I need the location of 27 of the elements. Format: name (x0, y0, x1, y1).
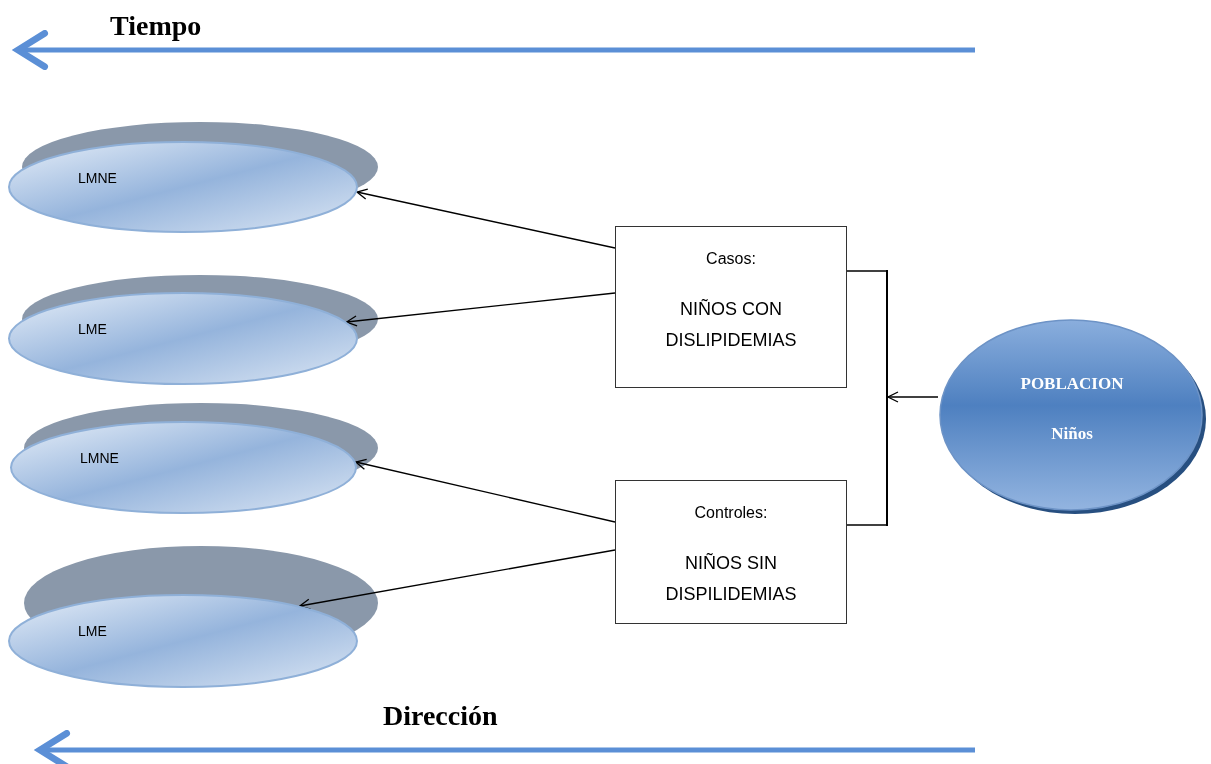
node-label: Niños (1051, 424, 1093, 444)
process-box (615, 226, 847, 388)
node-label: POBLACION (1020, 374, 1124, 394)
arrow (355, 458, 616, 523)
box-heading: Casos: (705, 249, 757, 269)
connector-line (846, 270, 887, 272)
node-label: LME (78, 320, 108, 337)
box-text: NIÑOS SIN DISPILIDEMIAS (664, 552, 798, 606)
process-box (615, 480, 847, 624)
arrow (299, 549, 616, 610)
bracket-line (886, 270, 888, 526)
axis-label: Dirección (383, 700, 498, 732)
node-label: LMNE (80, 449, 120, 466)
ellipse-node (8, 141, 358, 233)
box-heading: Controles: (693, 503, 769, 523)
ellipse-node (8, 594, 358, 688)
axis-label: Tiempo (110, 10, 202, 42)
connector-line (846, 524, 887, 526)
ellipse-node (10, 421, 357, 514)
arrow (356, 188, 616, 249)
arrow (887, 391, 939, 403)
ellipse-node (938, 318, 1206, 514)
node-label: LME (78, 623, 108, 639)
arrow (345, 292, 616, 327)
ellipse-node (8, 292, 358, 385)
box-text: NIÑOS CON DISLIPIDEMIAS (664, 298, 798, 352)
node-label: LMNE (78, 170, 118, 186)
